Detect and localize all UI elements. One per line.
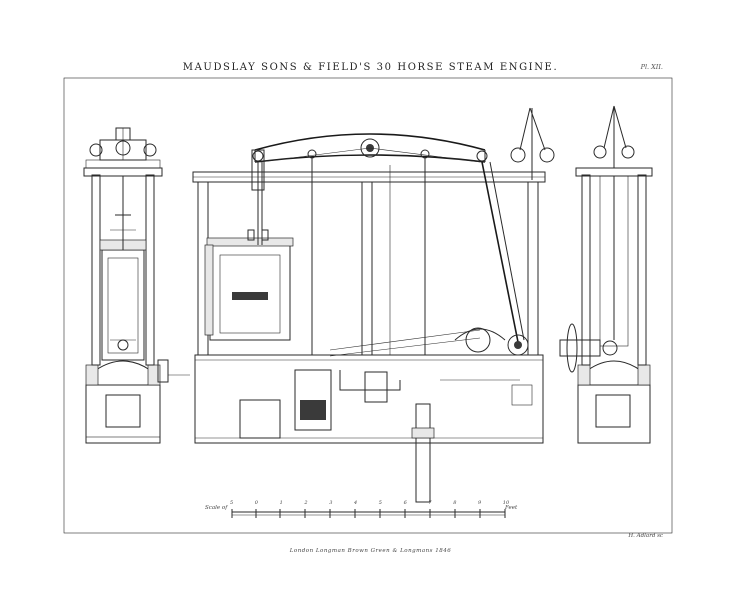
scale-number: 2	[304, 500, 308, 506]
scale-bar	[231, 509, 506, 518]
scale-number: 9	[478, 500, 482, 506]
scale-number: 3	[329, 500, 333, 506]
scale-number: 7	[428, 500, 432, 506]
engraver-credit: H. Adlard sc	[628, 533, 663, 539]
scale-number: 6	[403, 500, 407, 506]
scale-number: 5	[378, 500, 382, 506]
scale-label: Scale of	[205, 505, 228, 511]
scale-number: 1	[279, 500, 283, 506]
end-elevation-right	[559, 105, 653, 444]
scale-number: 8	[453, 500, 457, 506]
plate-number: Pl. XII.	[640, 63, 663, 71]
scale-number: 5	[230, 500, 234, 506]
scale-unit: Feet	[505, 505, 518, 511]
scale-number: 10	[502, 500, 510, 506]
scale-number: 0	[254, 500, 258, 506]
plate-title: MAUDSLAY SONS & FIELD'S 30 HORSE STEAM E…	[182, 62, 559, 73]
end-elevation-left	[83, 127, 190, 444]
side-elevation	[192, 107, 555, 503]
publisher-line: London Longman Brown Green & Longmans 18…	[289, 548, 452, 554]
scale-number: 4	[354, 500, 358, 506]
plate-border	[63, 77, 673, 534]
